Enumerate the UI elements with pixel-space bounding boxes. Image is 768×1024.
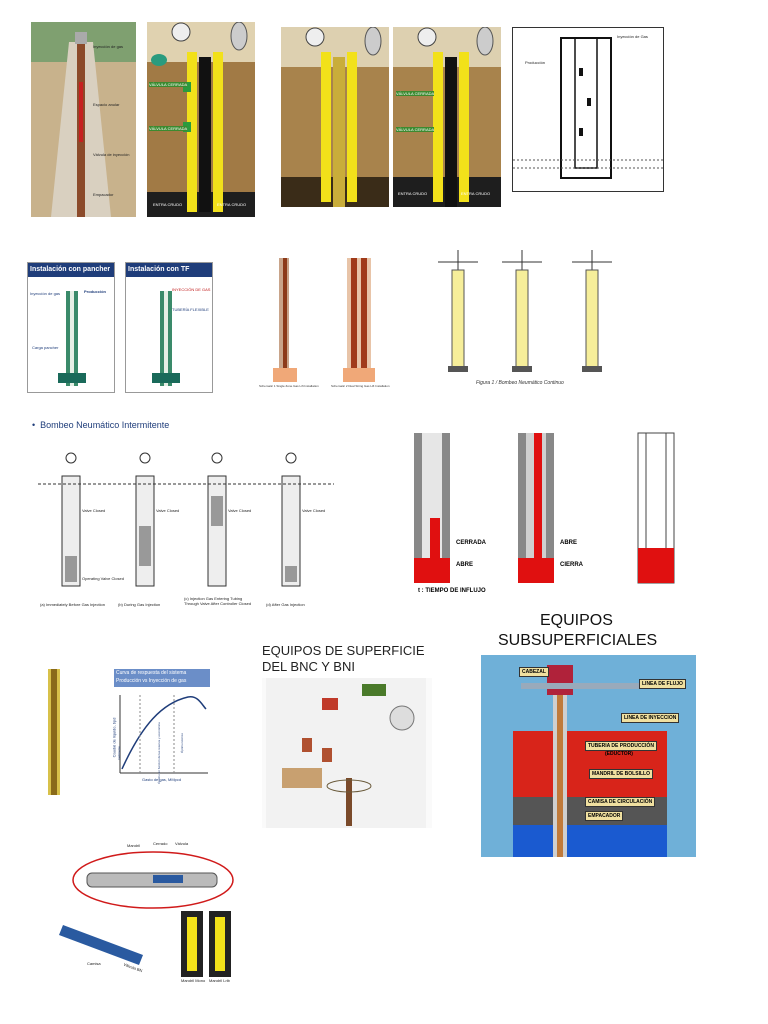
valve-closed-a: Valve Closed: [82, 508, 106, 513]
pair-entra-left: ENTRA CRUDO: [398, 191, 428, 196]
pair-entra-right: ENTRA CRUDO: [461, 191, 491, 196]
label-injection-valve: Válvula de inyección: [93, 152, 130, 157]
entra-crudo-left: ENTRA CRUDO: [153, 202, 183, 207]
sub-tuberia-1: TUBERIA DE PRODUCCIÓN: [585, 741, 657, 751]
label-annular-space: Espacio anular: [93, 102, 120, 107]
curve-band-3: Óptimo técnico: [180, 732, 185, 754]
sub-camisa: CAMISA DE CIRCULACIÓN: [585, 797, 656, 807]
influx-cerrada: CERRADA: [456, 540, 486, 546]
pump-diagram-single: VÁLVULA CERRADA VÁLVULA CERRADA ENTRA CR…: [147, 22, 255, 217]
schematic-tubing-image: [513, 37, 663, 179]
dual-schematics-image: [273, 258, 375, 382]
tf-inj-label: INYECCIÓN DE GAS: [172, 287, 211, 292]
install-pancher-image: [58, 291, 86, 386]
continuous-caption: Figura 1 / Bombeo Neumático Continuo: [476, 380, 564, 386]
sub-linea-flujo: LINEA DE FLUJO: [639, 679, 686, 689]
sub-linea-iny: LINEA DE INYECCION: [621, 713, 680, 723]
mandril-tag-2: Mandril Lrib: [209, 978, 230, 983]
tf-tub-label: TUBERÍA FLEXIBLE: [172, 307, 209, 312]
sub-empacador: EMPACADOR: [585, 811, 624, 821]
subsuperficiales-title-1: EQUIPOS: [540, 612, 613, 629]
install-tf-image: [152, 291, 180, 386]
pair-valve-b: VÁLVULA CERRADA: [396, 127, 435, 132]
pair-valve-a: VÁLVULA CERRADA: [396, 91, 435, 96]
intermittent-caption-d: (d) After Gas Injection: [266, 602, 305, 607]
influx-tiempo: t : TIEMPO DE INFLUJO: [418, 588, 486, 594]
schematic-prod-label: Producción: [525, 60, 546, 65]
curve-band-2: Óptimo en función de las reserva y econó…: [156, 722, 161, 784]
curve-band-1: Ineficiente: [116, 746, 121, 760]
sub-tuberia-2: (EDUCTOR): [605, 751, 633, 757]
intermitente-bullet-text: Bombeo Neumático Intermitente: [40, 420, 170, 430]
schematic-tubing-figure: Inyección de Gas Producción: [512, 27, 664, 192]
entra-crudo-right: ENTRA CRUDO: [217, 202, 247, 207]
well-cross-section-figure: Inyección de gas Espacio anular Válvula …: [31, 22, 136, 217]
well-cross-section-image: [31, 22, 136, 217]
valve-closed-b: Valve Closed: [156, 508, 180, 513]
install-tf-figure: Instalación con TF INYECCIÓN DE GAS TUBE…: [125, 262, 213, 393]
curve-image: [48, 669, 210, 795]
curve-title-1: Curva de respuesta del sistema: [116, 670, 187, 676]
dual-schematics-figure: Schematic 1 Single Zone Gas Lift Install…: [243, 248, 403, 398]
influx-cierra: CIERRA: [560, 562, 584, 568]
pancher-inj-label: Inyección de gas: [30, 291, 61, 296]
valve-closed-label-1: VÁLVULA CERRADA: [149, 82, 188, 87]
subsurface-equipment-figure: CABEZAL LINEA DE FLUJO LINEA DE INYECCIO…: [481, 655, 696, 857]
install-pancher-title: Instalación con pancher: [28, 263, 114, 277]
influx-image: [414, 432, 675, 584]
valve-closed-c: Valve Closed: [228, 508, 252, 513]
valve-closed-label-2: VÁLVULA CERRADA: [149, 126, 188, 131]
mandrel-image: [59, 851, 234, 977]
sub-mandril: MANDRIL DE BOLSILLO: [589, 769, 653, 779]
sub-cabezal: CABEZAL: [519, 667, 549, 677]
pump-diagram-pair: VÁLVULA CERRADA VÁLVULA CERRADA ENTRA CR…: [281, 27, 501, 207]
valve-closed-d: Valve Closed: [302, 508, 326, 513]
intermittent-caption-b: (b) During Gas Injection: [118, 602, 161, 607]
intermittent-lift-figure: Valve Closed Valve Closed Valve Closed V…: [38, 436, 334, 614]
camisa-label: Camisa: [87, 961, 101, 966]
surface-equipment-figure: [262, 678, 432, 828]
mandril-tag-1: Mandril Mono: [181, 978, 206, 983]
influx-figure: CERRADA ABRE ABRE CIERRA t : TIEMPO DE I…: [404, 428, 704, 603]
continuous-lift-image: [438, 250, 612, 372]
curve-ylabel: Caudal de liquido, bpd: [111, 717, 117, 758]
label-packer: Empacador: [93, 192, 114, 197]
pump-diagram-single-image: [147, 22, 255, 217]
pancher-carga-label: Carga pancher: [32, 345, 59, 350]
superficie-title-2: DEL BNC Y BNI: [262, 659, 355, 674]
superficie-title-1: EQUIPOS DE SUPERFICIE: [262, 643, 425, 658]
label-gas-injection: Inyección de gas: [93, 44, 124, 49]
influx-abre-2: ABRE: [560, 540, 578, 546]
influx-abre-1: ABRE: [456, 562, 474, 568]
subsuperficiales-title-2: SUBSUPERFICIALES: [498, 632, 658, 649]
intermittent-lift-image: [38, 452, 334, 587]
mandrel-figure: Mandril Cerrado Válvula Camisa Válvula B…: [53, 835, 241, 985]
schematic-inj-label: Inyección de Gas: [617, 34, 648, 39]
pump-diagram-pair-image: [281, 27, 501, 207]
cerrado-label: Cerrado: [153, 841, 168, 846]
continuous-lift-figure: Figura 1 / Bombeo Neumático Continuo: [430, 240, 620, 390]
intermittent-caption-c: (c) Injection Gas Entering Tubing Throug…: [184, 596, 252, 606]
install-tf-title: Instalación con TF: [126, 263, 212, 277]
valvula-label: Válvula: [175, 841, 189, 846]
intermittent-caption-a: (a) Immediately Before Gas Injection: [40, 602, 105, 607]
operating-valve-a: Operating Valve Closed: [82, 576, 124, 581]
curve-xlabel: Gasto de gas, MMpcd: [142, 777, 182, 782]
surface-equipment-image: [266, 678, 426, 828]
install-pancher-figure: Instalación con pancher Inyección de gas…: [27, 262, 115, 393]
schematic-1-caption: Schematic 1 Single Zone Gas Lift Install…: [259, 384, 319, 388]
schematic-2-caption: Schematic 2 Dual String Gas Lift Install…: [331, 384, 390, 388]
mandril-label: Mandril: [127, 843, 141, 848]
curve-figure: Curva de respuesta del sistema Producció…: [42, 665, 210, 800]
intermitente-bullet: • Bombeo Neumático Intermitente: [32, 420, 170, 430]
pancher-prod-label: Producción: [84, 289, 107, 294]
curve-title-2: Producción vs Inyección de gas: [116, 678, 187, 684]
